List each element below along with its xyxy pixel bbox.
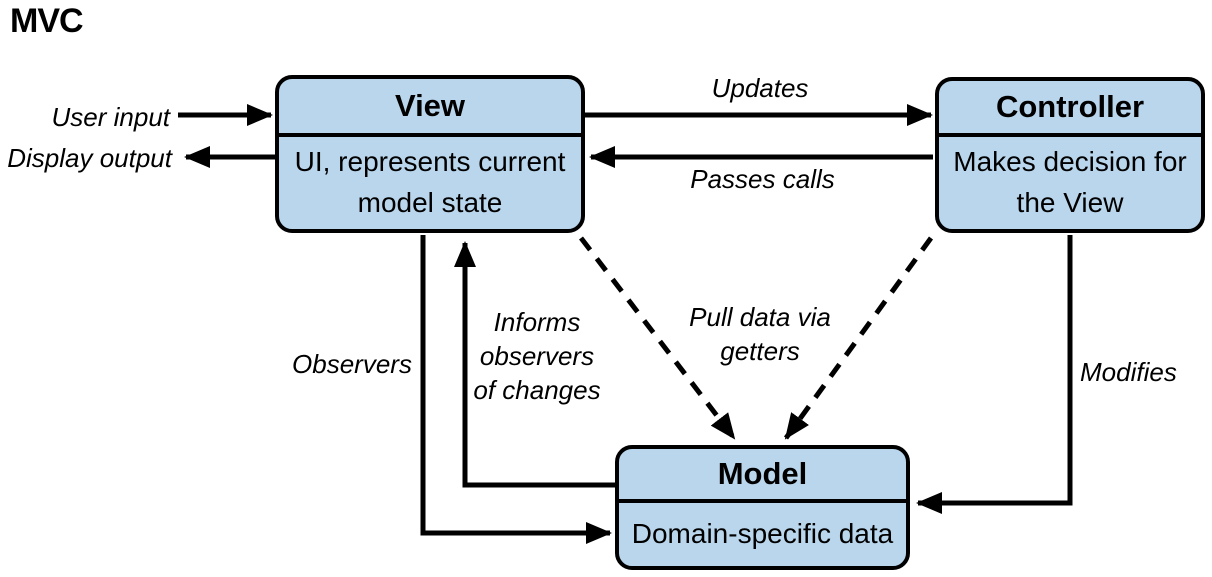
user-input-label: User input xyxy=(51,102,171,132)
node-view-description: UI, represents current model state xyxy=(294,146,566,218)
pull-data-label: Pull data via getters xyxy=(689,302,831,366)
node-controller: Controller Makes decision for the View xyxy=(935,77,1205,233)
observers-arrow xyxy=(420,235,612,544)
node-model: Model Domain-specific data xyxy=(615,445,910,570)
informs-observers-arrow xyxy=(454,241,615,488)
pull-data-view-arrow xyxy=(579,236,736,440)
modifies-label: Modifies xyxy=(1080,357,1177,387)
passes-calls-label: Passes calls xyxy=(690,164,835,194)
diagram-title: MVC xyxy=(10,2,84,40)
node-model-description: Domain-specific data xyxy=(631,518,894,550)
node-controller-title: Controller xyxy=(939,81,1201,137)
informs-observers-label: Informs observers of changes xyxy=(473,307,601,405)
node-view-title: View xyxy=(279,79,581,137)
observers-label: Observers xyxy=(292,349,412,379)
updates-label: Updates xyxy=(711,73,809,103)
modifies-arrow xyxy=(916,235,1073,514)
display-output-label: Display output xyxy=(7,143,172,173)
node-model-title: Model xyxy=(619,449,906,503)
node-controller-description: Makes decision for the View xyxy=(953,146,1187,218)
node-view: View UI, represents current model state xyxy=(275,75,585,233)
